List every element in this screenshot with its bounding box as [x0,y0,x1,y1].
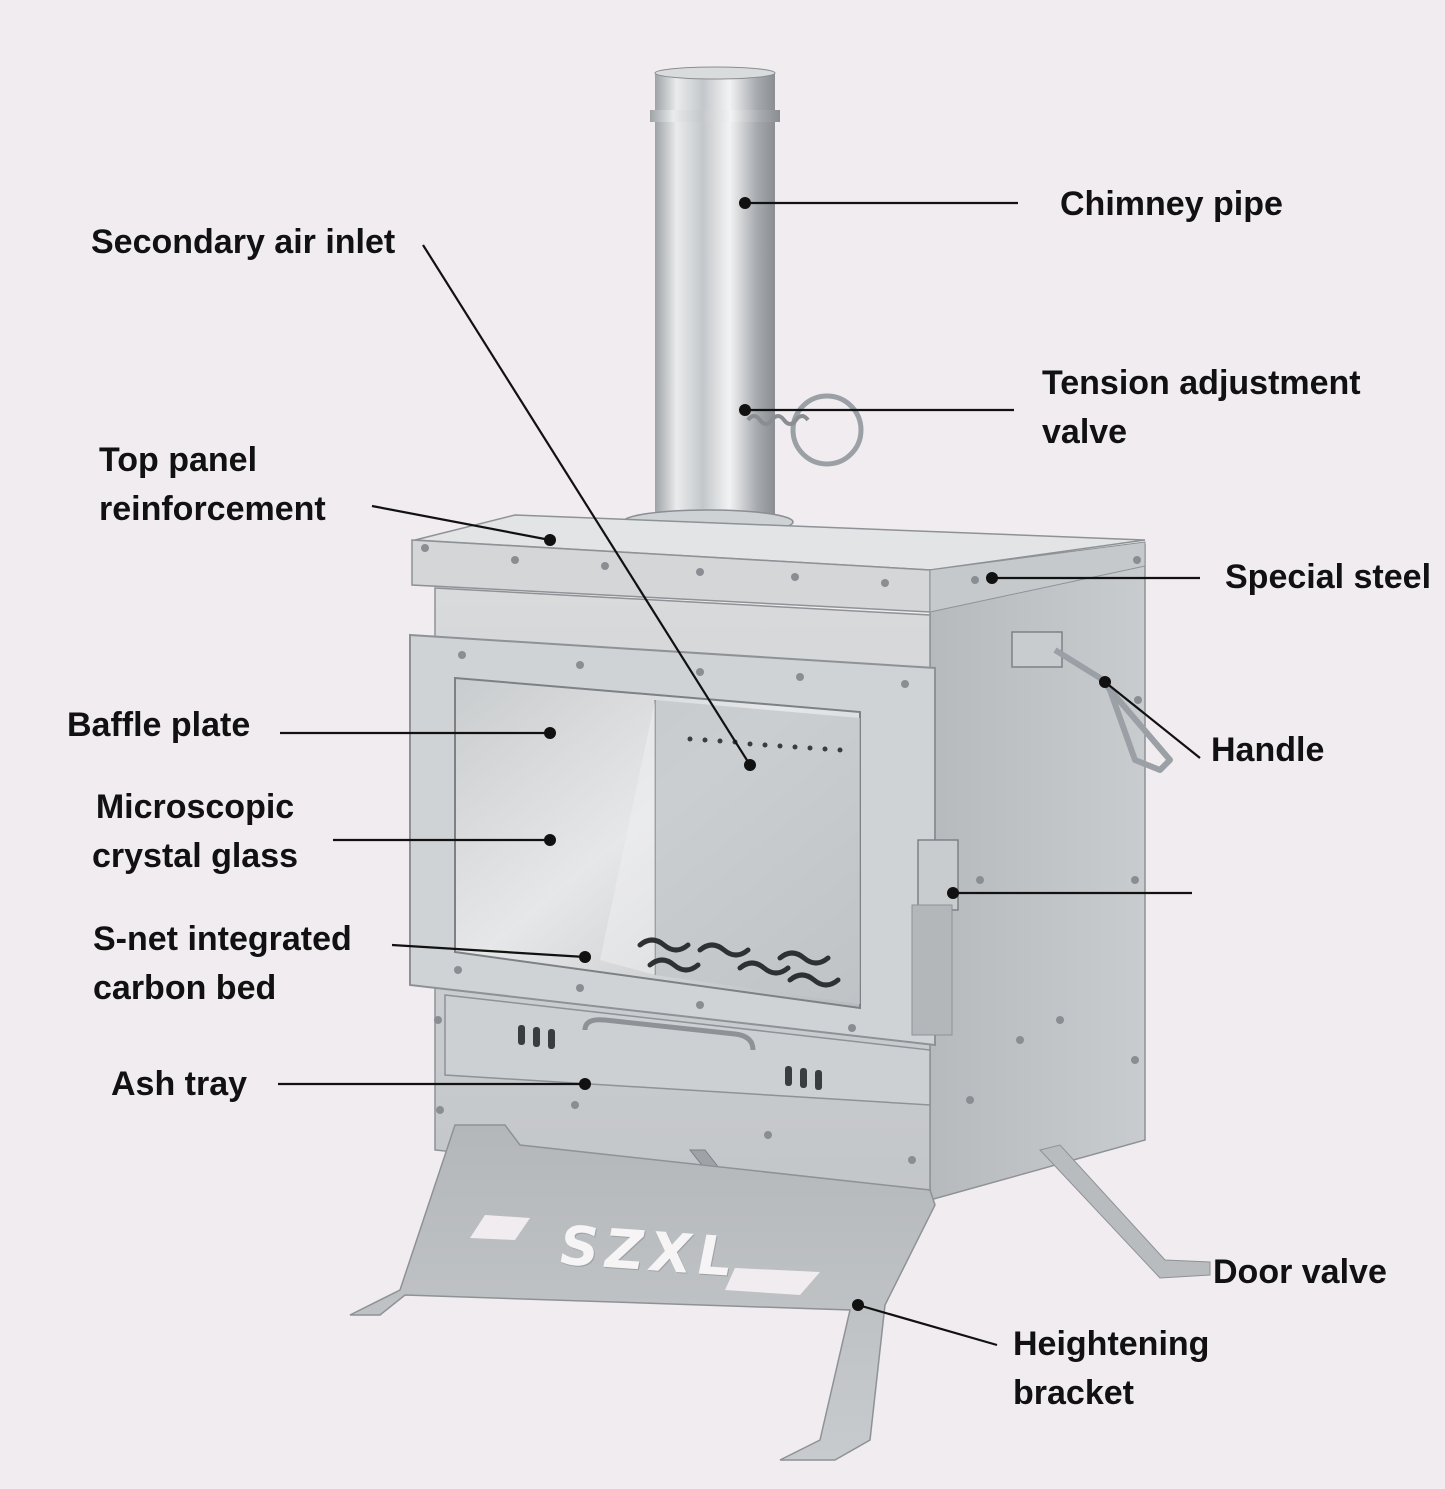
label-door-valve: Door valve [1213,1253,1387,1291]
label-baffle-plate: Baffle plate [67,706,251,744]
side-handle [1011,631,1173,773]
label-tension-adjustment-valve: Tension adjustment valve [1042,364,1361,451]
label-secondary-air-inlet: Secondary air inlet [91,223,396,261]
label-microscopic-crystal-glass: Microscopic crystal glass [92,788,299,875]
tension-valve-ring [746,393,864,467]
label-top-panel-reinforcement: Top panel reinforcement [99,441,326,528]
label-heightening-bracket: Heightening bracket [1013,1325,1210,1412]
label-handle: Handle [1211,731,1325,769]
chimney-pipe [622,66,794,535]
heightening-bracket [349,1124,936,1461]
label-chimney-pipe: Chimney pipe [1060,185,1283,223]
label-ash-tray: Ash tray [111,1065,248,1103]
label-s-net-carbon-bed: S-net integrated carbon bed [93,920,352,1007]
stove-body [409,514,1146,1201]
label-special-steel: Special steel [1225,558,1432,596]
